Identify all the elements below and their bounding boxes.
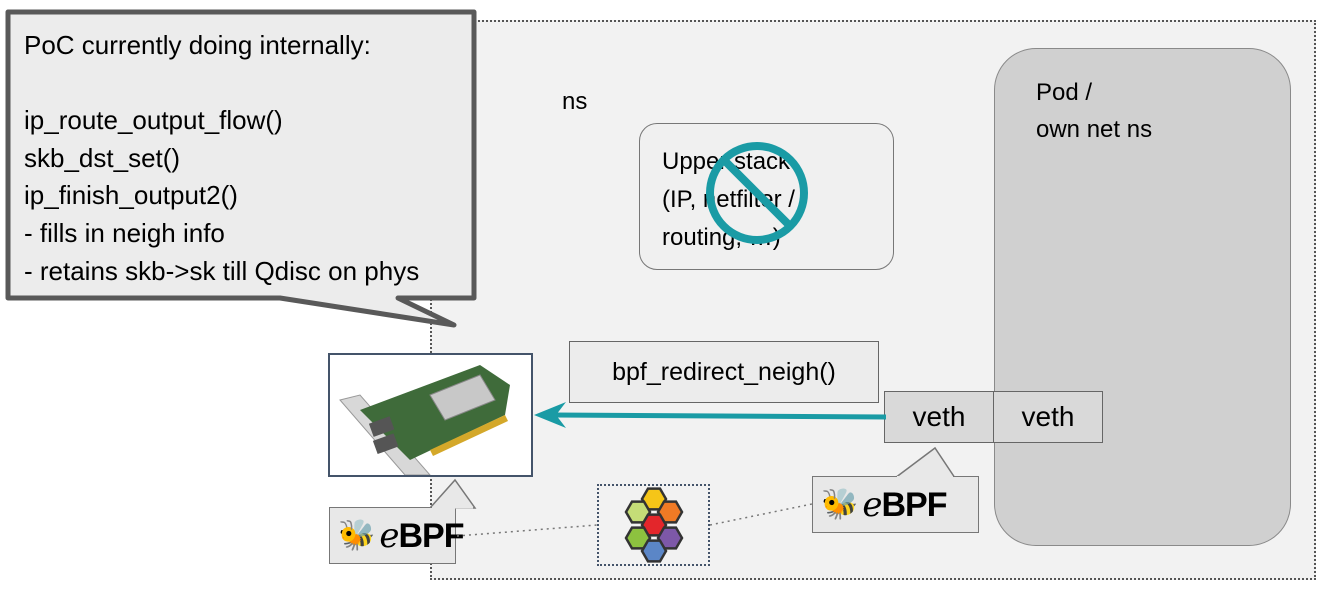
hive-hexagon <box>656 500 684 524</box>
callout-text: PoC currently doing internally: ip_route… <box>24 30 420 286</box>
network-card-icon <box>339 365 510 476</box>
ebpf-right-pointer-cover <box>897 476 953 478</box>
hive-hexagon <box>640 539 668 563</box>
ebpf-bpf: BPF <box>881 485 947 524</box>
nic-image <box>328 353 533 477</box>
pod-box <box>994 48 1291 546</box>
ebpf-logo-text: eBPF <box>379 515 464 556</box>
bee-icon: 🐝 <box>338 519 376 552</box>
pod-label: Pod / own net ns <box>1036 79 1153 143</box>
redirect-arrow <box>534 402 887 428</box>
ebpf-e: e <box>862 484 882 525</box>
ebpf-e: e <box>379 515 399 556</box>
ebpf-badge-right: 🐝 eBPF <box>812 476 979 533</box>
hive-box <box>597 484 710 566</box>
hive-hexagon <box>656 526 684 550</box>
ebpf-bpf: BPF <box>398 516 464 555</box>
ebpf-logo-text: eBPF <box>862 484 947 525</box>
bee-icon: 🐝 <box>821 488 859 521</box>
bpf-redirect-neigh-label: bpf_redirect_neigh() <box>569 341 879 403</box>
veth-pod: veth <box>993 391 1103 443</box>
hive-hexagons-icon <box>624 487 684 563</box>
ebpf-badge-left: 🐝 eBPF <box>329 507 464 564</box>
host-namespace-label: ns <box>562 88 588 115</box>
callout-bubble <box>5 9 477 328</box>
ebpf-left-pointer-cover <box>432 506 473 509</box>
no-entry-icon <box>706 142 808 244</box>
veth-host: veth <box>884 391 994 443</box>
